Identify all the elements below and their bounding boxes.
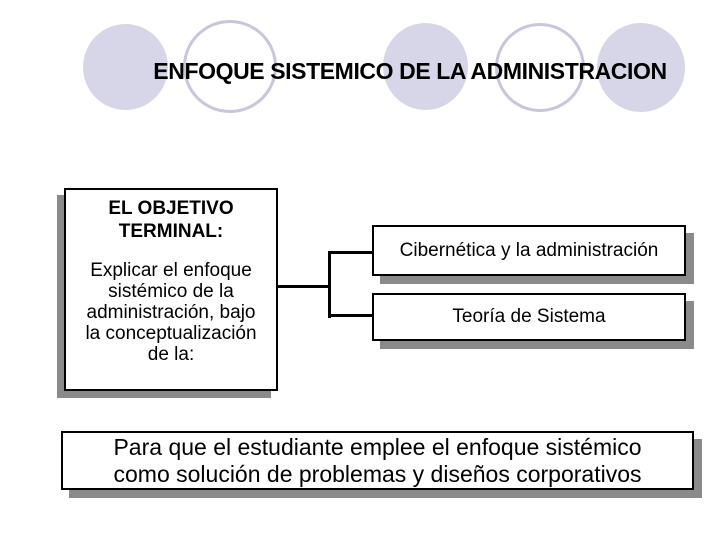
concept-box-systems-theory: Teoría de Sistema (372, 293, 686, 341)
slide-title: ENFOQUE SISTEMICO DE LA ADMINISTRACION (153, 58, 667, 84)
connector-vertical-line (328, 251, 331, 318)
conclusion-line: como solución de problemas y diseños cor… (113, 460, 642, 487)
connector-main-line (277, 285, 331, 288)
objective-body: Explicar el enfoque sistémico de la admi… (66, 260, 276, 365)
connector-branch-top-line (331, 251, 372, 254)
decor-circle-outlined-1 (183, 20, 277, 113)
objective-heading-line: TERMINAL: (118, 221, 224, 242)
conclusion-box: Para que el estudiante emplee el enfoque… (61, 431, 694, 490)
concept-box-cybernetics: Cibernética y la administración (372, 225, 686, 276)
decor-circle-filled-2 (383, 23, 468, 110)
connector-branch-bottom-line (331, 314, 372, 317)
decor-circle-outlined-2 (495, 23, 585, 112)
objective-heading: EL OBJETIVO TERMINAL: (66, 197, 276, 243)
concept-box-label: Cibernética y la administración (399, 239, 659, 261)
decor-circle-filled-1 (83, 24, 168, 110)
objective-body-line: de la: (147, 344, 195, 365)
objective-box: EL OBJETIVO TERMINAL: Explicar el enfoqu… (64, 188, 278, 391)
conclusion-line: Para que el estudiante emplee el enfoque… (113, 433, 642, 460)
decor-circle-filled-3 (597, 23, 685, 112)
objective-body-line: sistémico de la (108, 281, 234, 302)
objective-body-line: la conceptualización (85, 323, 257, 344)
objective-body-line: administración, bajo (86, 302, 256, 323)
concept-box-label: Teoría de Sistema (452, 306, 606, 327)
objective-body-line: Explicar el enfoque (90, 260, 252, 281)
objective-heading-line: EL OBJETIVO (108, 198, 234, 219)
